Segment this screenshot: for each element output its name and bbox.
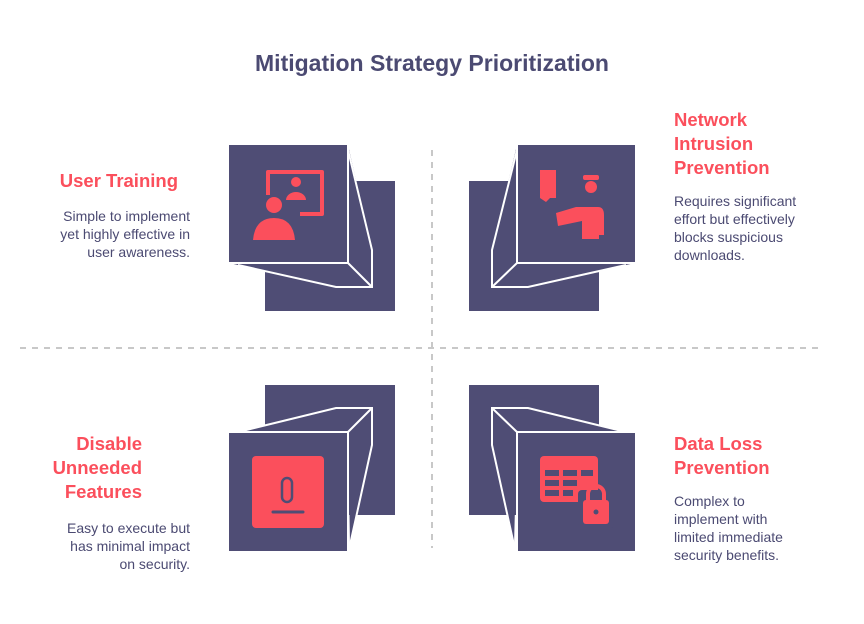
description-data-loss: Complex to implement with limited immedi… [674, 492, 783, 564]
description-line: limited immediate [674, 529, 783, 545]
heading-line: Unneeded [52, 457, 142, 478]
description-line: effort but effectively [674, 211, 795, 227]
description-user-training: Simple to implement yet highly effective… [60, 207, 190, 261]
description-network-intrusion: Requires significant effort but effectiv… [674, 192, 796, 264]
heading-line: Disable [76, 433, 142, 454]
cube-data-loss [469, 385, 635, 551]
description-disable-features: Easy to execute but has minimal impact o… [67, 519, 190, 573]
description-line: has minimal impact [70, 538, 190, 554]
heading-user-training: User Training [59, 170, 178, 191]
description-line: downloads. [674, 247, 745, 263]
description-line: on security. [119, 556, 190, 572]
disable-toggle-icon [252, 456, 324, 528]
description-line: Simple to implement [63, 208, 190, 224]
heading-line: Data Loss [674, 433, 763, 454]
cube-user-training [229, 145, 395, 311]
description-line: implement with [674, 511, 768, 527]
heading-line: Prevention [674, 457, 770, 478]
security-guard-icon [540, 170, 604, 239]
description-line: user awareness. [87, 244, 190, 260]
heading-network-intrusion: Network Intrusion Prevention [674, 108, 770, 180]
description-line: yet highly effective in [60, 226, 190, 242]
description-line: security benefits. [674, 547, 780, 563]
description-line: Requires significant [674, 193, 797, 209]
user-training-icon [253, 170, 324, 240]
description-line: Easy to execute but [67, 520, 190, 536]
table-lock-icon [540, 456, 614, 528]
heading-line: Network [674, 109, 747, 130]
description-line: blocks suspicious [674, 229, 783, 245]
heading-line: Features [64, 481, 142, 502]
description-line: Complex to [674, 493, 745, 509]
heading-line: Intrusion [674, 133, 754, 154]
heading-data-loss: Data Loss Prevention [674, 432, 770, 480]
heading-disable-features: Disable Unneeded Features [53, 432, 142, 504]
cube-disable-features [229, 385, 395, 551]
cube-network-intrusion [469, 145, 635, 311]
heading-line: Prevention [674, 157, 770, 178]
page-title: Mitigation Strategy Prioritization [255, 50, 609, 76]
